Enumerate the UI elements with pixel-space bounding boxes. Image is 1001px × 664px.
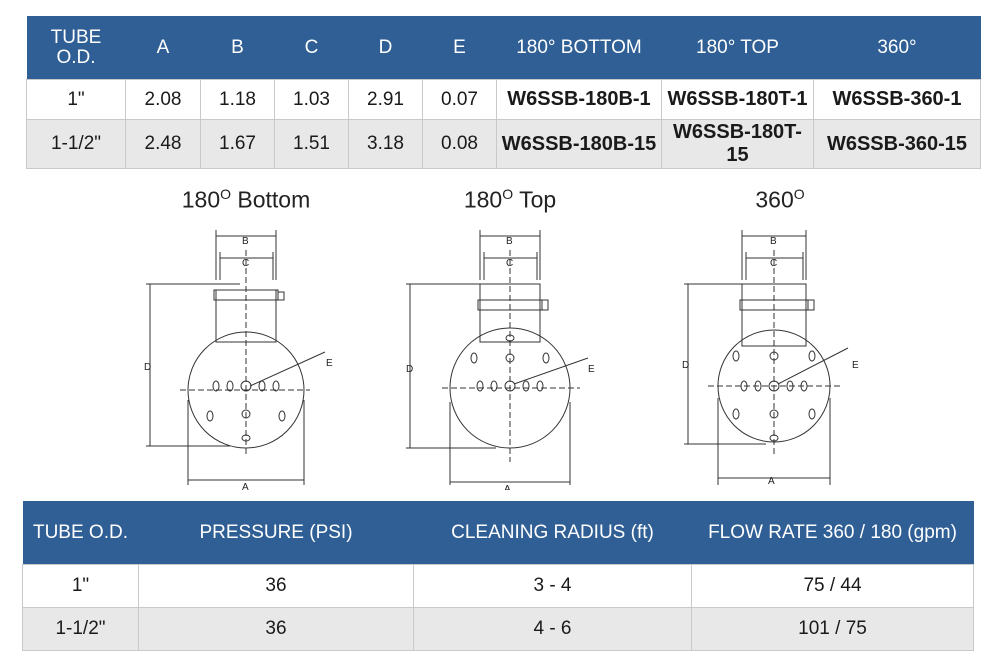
cell-a: 2.48 bbox=[125, 119, 201, 169]
cell-b: 1.67 bbox=[200, 119, 275, 169]
spec-header-360: 360° bbox=[813, 16, 981, 80]
dim-label-d: D bbox=[144, 362, 151, 373]
cell-flow: 101 / 75 bbox=[691, 607, 974, 651]
dim-label-a: A bbox=[504, 484, 511, 490]
cell-pressure: 36 bbox=[138, 564, 414, 608]
performance-table: TUBE O.D. PRESSURE (PSI) CLEANING RADIUS… bbox=[22, 501, 974, 651]
cell-d: 2.91 bbox=[348, 79, 423, 120]
spray-ball-180-bottom-diagram: B C D E A bbox=[144, 230, 333, 490]
cell-pressure: 36 bbox=[138, 607, 414, 651]
cell-tube: 1-1/2" bbox=[26, 119, 126, 169]
cell-c: 1.51 bbox=[274, 119, 349, 169]
cell-360: W6SSB-360-15 bbox=[813, 119, 981, 169]
spray-ball-360-diagram: B C D E A bbox=[682, 230, 859, 487]
dim-label-b: B bbox=[506, 236, 513, 247]
diagram-title-180-top: 180O Top bbox=[463, 186, 557, 213]
spec-header-e: E bbox=[422, 16, 497, 80]
table-row: 1-1/2" 36 4 - 6 101 / 75 bbox=[22, 607, 974, 651]
dim-label-e: E bbox=[326, 358, 333, 369]
perf-header-row: TUBE O.D. PRESSURE (PSI) CLEANING RADIUS… bbox=[22, 501, 974, 565]
perf-header-tube: TUBE O.D. bbox=[22, 501, 139, 565]
dim-label-c: C bbox=[242, 258, 249, 269]
diagram-title-360: 360O bbox=[755, 186, 805, 213]
cell-e: 0.08 bbox=[422, 119, 497, 169]
perf-header-radius: CLEANING RADIUS (ft) bbox=[413, 501, 692, 565]
cell-e: 0.07 bbox=[422, 79, 497, 120]
table-row: 1" 2.08 1.18 1.03 2.91 0.07 W6SSB-180B-1… bbox=[26, 79, 981, 120]
spec-header-180-top: 180° TOP bbox=[661, 16, 814, 80]
dim-label-b: B bbox=[242, 236, 249, 247]
spec-table: TUBE O.D. A B C D E 180° BOTTOM 180° TOP… bbox=[26, 16, 981, 169]
cell-180-top: W6SSB-180T-1 bbox=[661, 79, 814, 120]
cell-180-bottom: W6SSB-180B-1 bbox=[496, 79, 662, 120]
dim-label-e: E bbox=[588, 364, 595, 375]
table-row: 1-1/2" 2.48 1.67 1.51 3.18 0.08 W6SSB-18… bbox=[26, 119, 981, 169]
cell-tube: 1" bbox=[22, 564, 139, 608]
cell-180-bottom: W6SSB-180B-15 bbox=[496, 119, 662, 169]
dim-label-c: C bbox=[506, 258, 513, 269]
spec-header-a: A bbox=[125, 16, 201, 80]
spec-header-180-bottom: 180° BOTTOM bbox=[496, 16, 662, 80]
perf-header-flow: FLOW RATE 360 / 180 (gpm) bbox=[691, 501, 974, 565]
spec-header-b: B bbox=[200, 16, 275, 80]
cell-a: 2.08 bbox=[125, 79, 201, 120]
cell-tube: 1" bbox=[26, 79, 126, 120]
dim-label-c: C bbox=[770, 258, 777, 269]
spray-ball-180-top-diagram: B C D E A bbox=[406, 230, 595, 490]
dim-label-d: D bbox=[406, 364, 413, 375]
cell-b: 1.18 bbox=[200, 79, 275, 120]
cell-d: 3.18 bbox=[348, 119, 423, 169]
cell-radius: 4 - 6 bbox=[413, 607, 692, 651]
table-row: 1" 36 3 - 4 75 / 44 bbox=[22, 564, 974, 608]
cell-tube: 1-1/2" bbox=[22, 607, 139, 651]
spec-header-c: C bbox=[274, 16, 349, 80]
spec-header-tube: TUBE O.D. bbox=[26, 16, 126, 80]
cell-360: W6SSB-360-1 bbox=[813, 79, 981, 120]
cell-flow: 75 / 44 bbox=[691, 564, 974, 608]
dim-label-b: B bbox=[770, 236, 777, 247]
dim-label-a: A bbox=[768, 476, 775, 487]
dim-label-d: D bbox=[682, 360, 689, 371]
cell-radius: 3 - 4 bbox=[413, 564, 692, 608]
dim-label-e: E bbox=[852, 360, 859, 371]
dim-label-a: A bbox=[242, 482, 249, 490]
cell-180-top: W6SSB-180T-15 bbox=[661, 119, 814, 169]
diagram-title-180-bottom: 180O Bottom bbox=[181, 186, 311, 213]
spec-header-row: TUBE O.D. A B C D E 180° BOTTOM 180° TOP… bbox=[26, 16, 981, 80]
spec-header-d: D bbox=[348, 16, 423, 80]
cell-c: 1.03 bbox=[274, 79, 349, 120]
perf-header-pressure: PRESSURE (PSI) bbox=[138, 501, 414, 565]
